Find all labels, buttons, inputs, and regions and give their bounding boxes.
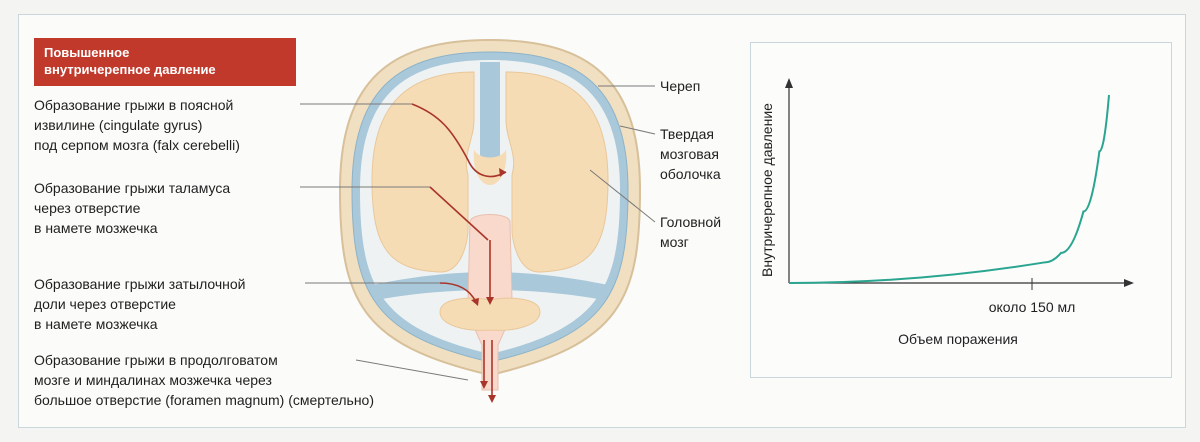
arrow-heads xyxy=(471,168,506,403)
label-occipital-line-3: в намете мозжечка xyxy=(34,316,158,332)
label-medulla-line-1: Образование грыжи в продолговатом xyxy=(34,352,278,368)
title-line-1: Повышенное xyxy=(44,45,130,60)
label-cingulate-line-2: извилине (cingulate gyrus) xyxy=(34,117,203,133)
label-cingulate: Образование грыжи в поясной извилине (ci… xyxy=(34,95,240,155)
title-line-2: внутричерепное давление xyxy=(44,62,216,77)
label-brain-line-2: мозг xyxy=(660,234,689,250)
label-occipital-line-2: доли через отверстие xyxy=(34,296,176,312)
right-hemisphere xyxy=(505,71,609,273)
label-brain-line-1: Головной xyxy=(660,214,722,230)
label-cingulate-line-3: под серпом мозга (falx cerebelli) xyxy=(34,137,240,153)
pressure-curve xyxy=(788,94,1110,284)
label-dura-line-3: оболочка xyxy=(660,166,721,182)
left-hemisphere xyxy=(371,71,475,273)
label-thalamus-line-2: через отверстие xyxy=(34,200,141,216)
title-banner: Повышенное внутричерепное давление xyxy=(34,38,296,86)
leader-lines xyxy=(300,85,656,381)
cingulate-bulge xyxy=(473,150,507,185)
y-axis-arrow xyxy=(785,78,793,88)
label-dura: Твердая мозговая оболочка xyxy=(660,124,721,184)
label-dura-line-1: Твердая xyxy=(660,126,715,142)
label-cingulate-line-1: Образование грыжи в поясной xyxy=(34,97,234,113)
label-medulla-line-2: мозге и миндалинах мозжечка через xyxy=(34,372,272,388)
graph-axes xyxy=(788,84,1128,284)
label-medulla-line-3: большое отверстие (foramen magnum) (смер… xyxy=(34,392,375,408)
label-occipital-line-1: Образование грыжи затылочной xyxy=(34,276,246,292)
label-occipital: Образование грыжи затылочной доли через … xyxy=(34,274,246,334)
label-thalamus: Образование грыжи таламуса через отверст… xyxy=(34,178,230,238)
x-axis-label: Объем поражения xyxy=(898,331,1018,347)
falx xyxy=(480,62,500,179)
label-thalamus-line-3: в намете мозжечка xyxy=(34,220,158,236)
cerebellum xyxy=(439,297,541,331)
label-skull: Череп xyxy=(660,78,701,94)
x-axis-arrow xyxy=(1124,279,1134,287)
herniation-arrows xyxy=(411,103,507,398)
label-thalamus-line-1: Образование грыжи таламуса xyxy=(34,180,231,196)
label-medulla: Образование грыжи в продолговатом мозге … xyxy=(34,350,374,410)
x-tick-label: около 150 мл xyxy=(989,299,1076,315)
graph-frame xyxy=(750,42,1172,378)
y-axis-label: Внутричерепное давление xyxy=(759,103,775,277)
label-brain: Головной мозг xyxy=(660,212,721,252)
label-dura-line-2: мозговая xyxy=(660,146,719,162)
